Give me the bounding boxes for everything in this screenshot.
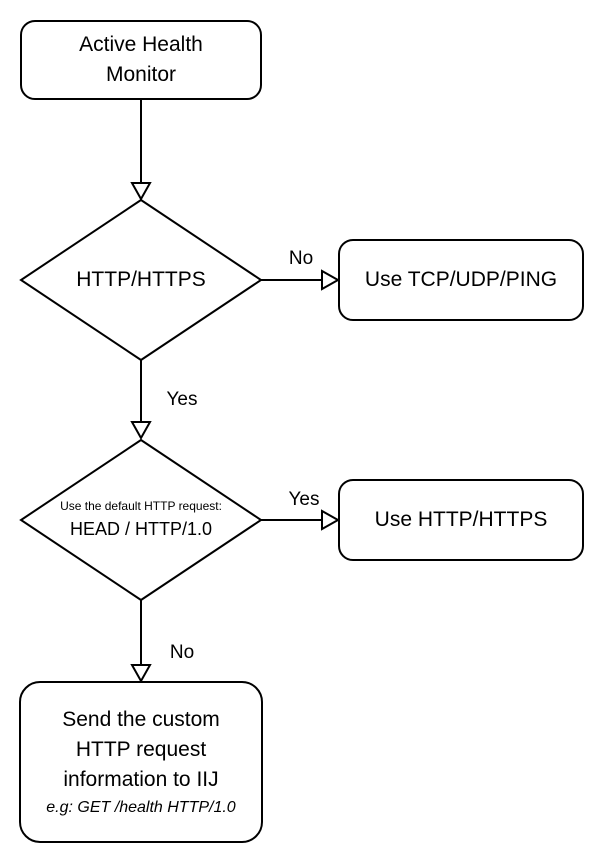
arrowhead-icon <box>321 269 341 291</box>
tcp-udp-ping-node-shape <box>338 239 584 321</box>
decision1-diamond-shape <box>19 198 263 362</box>
decision2-diamond-shape <box>19 438 263 602</box>
arrowhead-icon <box>321 509 341 531</box>
start-node-shape <box>20 20 262 100</box>
arrowhead-icon <box>130 664 152 684</box>
custom-request-node-shape <box>19 681 263 843</box>
http-https-node-shape <box>338 479 584 561</box>
arrowhead-icon <box>130 182 152 202</box>
arrowhead-icon <box>130 421 152 441</box>
